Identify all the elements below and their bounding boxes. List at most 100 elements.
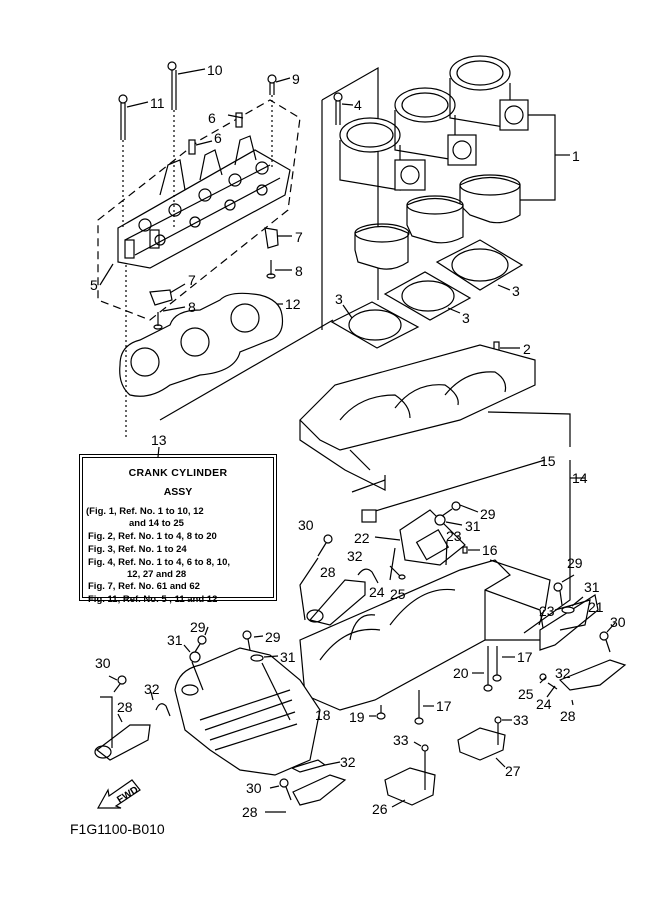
diagram-code: F1G1100-B010 [70,821,165,837]
lower-crankcase [299,559,551,711]
callout-3: 3 [335,291,343,307]
mount-28b [558,659,627,691]
fwd-arrow-icon: FWD [96,779,141,809]
callout-23: 23 [446,528,462,544]
bolt-9 [267,74,277,170]
callout-25: 25 [390,586,406,602]
callout-8: 8 [295,263,303,279]
dowel-6a [235,112,243,128]
washer-31b [561,606,575,614]
callout-18: 18 [315,707,331,723]
cylinder-block-1 [339,55,529,191]
info-box-line: Fig. 3, Ref. No. 1 to 24 [88,544,187,555]
forward-direction-arrow: FWD [96,774,146,819]
bolt-17b [414,690,424,725]
callout-4: 4 [354,97,362,113]
callout-32: 32 [555,665,571,681]
callout-7: 7 [188,272,196,288]
callout-32: 32 [340,754,356,770]
callout-10: 10 [207,62,223,78]
head-gasket-12 [119,292,284,397]
callout-32: 32 [144,681,160,697]
bolt-29c [194,635,207,653]
callout-30: 30 [298,517,314,533]
callout-24: 24 [536,696,552,712]
callout-33: 33 [393,732,409,748]
bolt-11 [118,94,128,230]
pistons [354,174,521,270]
bolt-29d [242,630,252,651]
pin-16 [462,546,468,554]
callout-30: 30 [246,780,262,796]
callout-24: 24 [369,584,385,600]
washer-31c [189,651,201,663]
callout-33: 33 [513,712,529,728]
callout-31: 31 [465,518,481,534]
block-27 [457,723,506,761]
info-box-line: Fig. 2, Ref. No. 1 to 4, 8 to 20 [88,531,217,542]
callout-3: 3 [512,283,520,299]
callout-29: 29 [480,506,496,522]
callout-8: 8 [188,299,196,315]
callout-2: 2 [523,341,531,357]
callout-29: 29 [190,619,206,635]
bolt-30c [113,675,127,693]
washer-31d [250,654,264,662]
clip-32a [357,568,379,584]
reed-block-22 [399,509,466,566]
callout-27: 27 [505,763,521,779]
callout-28: 28 [242,804,258,820]
bolt-24a [389,565,401,577]
cylinder-head-group-outline [97,99,301,321]
clip-32c [155,703,171,717]
dowel-6b [188,139,196,155]
cover-7a [264,227,279,249]
callout-17: 17 [436,698,452,714]
mount-28c [94,724,151,761]
info-box-line: Fig. 4, Ref. No. 1 to 4, 6 to 8, 10, [88,557,231,568]
info-box-line: (Fig. 1, Ref. No. 1 to 10, 12 [86,506,204,517]
bolt-10 [167,61,177,230]
callout-12: 12 [285,296,301,312]
cover-7b [149,289,173,306]
callout-15: 15 [540,453,556,469]
callout-20: 20 [453,665,469,681]
info-box-subtitle: ASSY [163,486,193,498]
callout-31: 31 [584,579,600,595]
callout-21: 21 [588,599,604,615]
callout-6: 6 [214,130,222,146]
callout-6: 6 [208,110,216,126]
bolt-29a [441,501,461,517]
bolt-20 [483,646,493,692]
callout-30: 30 [610,614,626,630]
washer-31a [434,514,446,526]
callout-30: 30 [95,655,111,671]
callout-14: 14 [572,470,588,486]
callout-11: 11 [150,95,165,111]
callout-29: 29 [265,629,281,645]
tube-15 [361,509,377,523]
callout-25: 25 [518,686,534,702]
info-box-line: Fig. 11, Ref. No. 5 , 11 and 12 [88,594,218,605]
callout-26: 26 [372,801,388,817]
callout-28: 28 [320,564,336,580]
callout-16: 16 [482,542,498,558]
info-box-title: CRANK CYLINDER [128,467,228,479]
callout-19: 19 [349,709,365,725]
callout-1: 1 [572,148,580,164]
bolt-17a [492,646,502,682]
info-box-line: 12, 27 and 28 [127,569,187,580]
info-box-line: Fig. 7, Ref. No. 61 and 62 [88,581,200,592]
bolt-4 [333,92,343,125]
callout-22: 22 [354,530,370,546]
callout-9: 9 [292,71,300,87]
block-26 [384,750,436,806]
assembly-info-box: CRANK CYLINDER ASSY (Fig. 1, Ref. No. 1 … [79,454,277,605]
exhaust-manifold [174,647,321,776]
callout-5: 5 [90,277,98,293]
callout-7: 7 [295,229,303,245]
callout-23: 23 [539,603,555,619]
upper-crankcase [299,344,536,491]
callout-32: 32 [347,548,363,564]
